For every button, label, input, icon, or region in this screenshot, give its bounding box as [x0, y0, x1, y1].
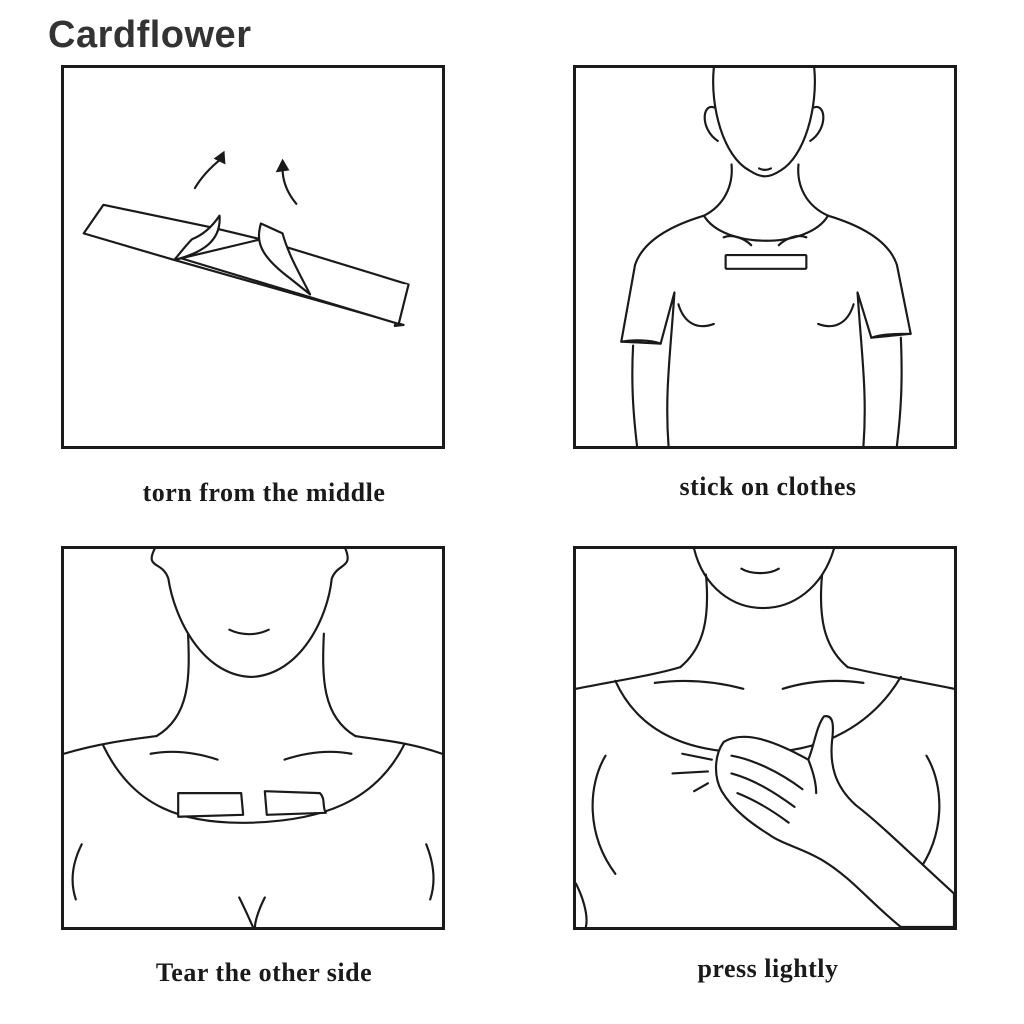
step-4-illustration [573, 546, 957, 930]
tape-piece-left [177, 792, 245, 818]
step-4-caption: press lightly [697, 954, 839, 983]
step-3-illustration [61, 546, 445, 930]
liner-flap-left [173, 214, 221, 262]
brand-watermark: Cardflower [48, 14, 252, 56]
arrow-up-left-icon [193, 157, 223, 190]
step-2-caption: stick on clothes [679, 472, 857, 501]
tape-tearing-drawing [82, 150, 410, 327]
neckline-closeup-drawing [64, 549, 442, 927]
hand-press-drawing [576, 549, 954, 927]
arrow-up-right-icon [281, 167, 298, 205]
step-1-illustration [61, 65, 445, 449]
step-1-caption: torn from the middle [142, 478, 386, 507]
neckline [102, 742, 406, 824]
step-3-caption: Tear the other side [155, 958, 373, 987]
tshirt-figure-drawing [620, 68, 912, 446]
chin-outline [693, 549, 835, 610]
liner-flap-right [257, 222, 312, 296]
chin-outline [150, 549, 349, 679]
arrow-head-left [213, 150, 226, 165]
tape-piece-right [263, 790, 327, 816]
tshirt-outline [620, 214, 706, 446]
arrow-head-right [275, 158, 290, 173]
head-outline [712, 68, 816, 178]
tape-on-neckline [724, 253, 808, 270]
pressing-hand [714, 715, 954, 927]
step-2-illustration [573, 65, 957, 449]
